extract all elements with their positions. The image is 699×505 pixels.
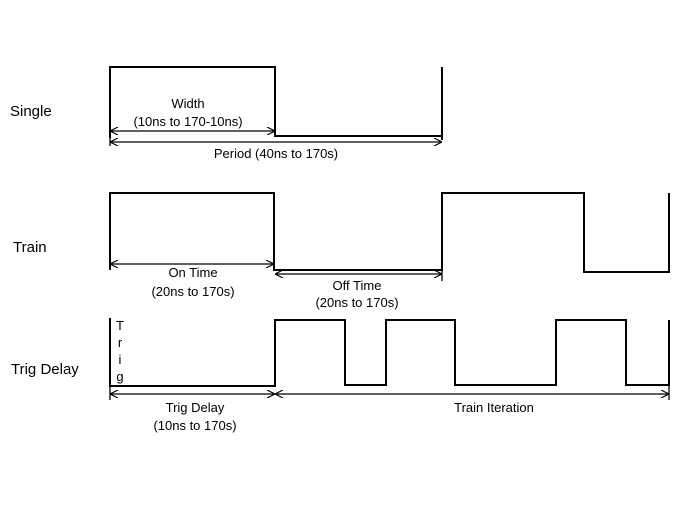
off-time-range-label: (20ns to 170s) [315,295,398,310]
train-row: Train On Time (20ns to 170s) Off Time (2… [13,192,670,310]
trig-delay-row: Trig Delay T r i g Trig Delay (10ns to 1… [11,318,670,433]
train-waveform [109,192,670,273]
train-iteration-label: Train Iteration [454,400,534,415]
on-time-label: On Time [168,265,217,280]
single-row: Single Width (10ns to 170-10ns) Period (… [10,66,443,161]
single-pulse-waveform [109,66,443,140]
off-time-label: Off Time [333,278,382,293]
trig-letter-r: r [118,335,123,350]
width-range-label: (10ns to 170-10ns) [133,114,242,129]
trig-delay-label: Trig Delay [166,400,225,415]
on-time-range-label: (20ns to 170s) [151,284,234,299]
single-row-label: Single [10,103,52,120]
trig-letter-t: T [116,318,124,333]
period-label: Period (40ns to 170s) [214,146,338,161]
trig-delay-waveform [109,318,670,387]
trig-letter-i: i [119,352,122,367]
trig-letter-g: g [116,369,123,384]
trig-delay-range-label: (10ns to 170s) [153,418,236,433]
train-row-label: Train [13,239,47,256]
trig-delay-row-label: Trig Delay [11,361,79,378]
width-label: Width [171,96,204,111]
